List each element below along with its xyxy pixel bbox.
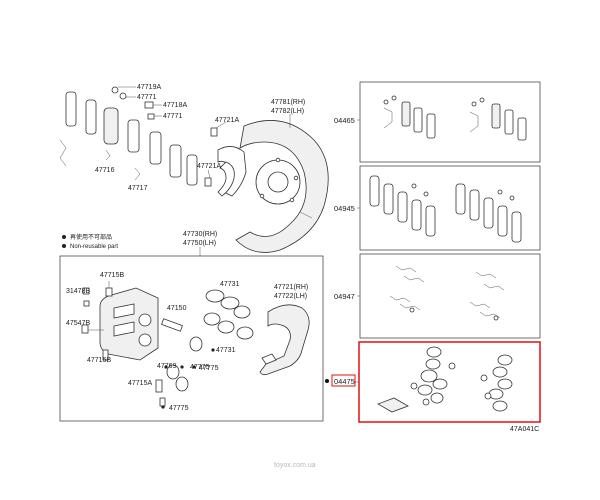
kit-label-04945[interactable]: 04945	[334, 204, 355, 213]
slide-pin-lower-2[interactable]	[159, 397, 166, 407]
callout-47715B-a: 47715B	[100, 272, 124, 279]
cylinder-piston-seals[interactable]	[203, 289, 254, 340]
kit-label-04947[interactable]: 04947	[334, 292, 355, 301]
kit-04465-contents	[383, 95, 527, 141]
anti-squeal-spring	[59, 139, 67, 167]
caliper-slide-bushing[interactable]	[81, 324, 104, 334]
callout-47769: 47769	[157, 363, 177, 370]
pad-wear-indicator[interactable]	[147, 113, 155, 120]
callout-47730-rh: 47730(RH)	[183, 231, 217, 238]
non-reusable-dot-icon	[164, 365, 168, 369]
legend-cn: 再使用不可部品	[70, 233, 112, 241]
callout-47718A: 47718A	[163, 102, 187, 109]
watermark: toyox.com.ua	[274, 462, 316, 469]
kit-04475-contents	[377, 346, 513, 413]
non-reusable-dot-icon-3	[161, 405, 165, 409]
slide-pin-lower[interactable]	[102, 349, 109, 361]
bleeder-plug-cap-2[interactable]	[83, 300, 90, 307]
kit-label-04475-highlight-frame	[331, 374, 356, 387]
callout-47715A: 47715A	[128, 380, 152, 387]
brake-pad-5[interactable]	[149, 131, 162, 165]
callout-31478B: 31478B	[66, 288, 90, 295]
callout-47771-top: 47771	[137, 94, 157, 101]
callout-47782-lh: 47782(LH)	[271, 108, 304, 115]
disc-brake-caliper-bracket[interactable]	[259, 304, 310, 376]
brake-pad-6[interactable]	[169, 144, 182, 178]
callout-47717: 47717	[128, 185, 148, 192]
brake-pad-1[interactable]	[65, 91, 77, 127]
brake-pad-3[interactable]	[103, 107, 119, 145]
callout-47781-rh: 47781(RH)	[271, 99, 305, 106]
shim-2[interactable]	[119, 92, 127, 100]
slide-pin-boot[interactable]	[166, 364, 189, 392]
non-reusable-marker-icon-2	[62, 244, 66, 248]
non-reusable-dot-icon-5	[192, 365, 196, 369]
caliper-assembly-frame	[59, 255, 324, 422]
caliper-mounting-bracket[interactable]	[217, 146, 247, 197]
kit-04945-contents	[369, 175, 522, 243]
non-reusable-marker-icon	[62, 235, 66, 239]
slide-bushing-lower[interactable]	[155, 379, 163, 393]
non-reusable-dot-icon-2	[180, 365, 184, 369]
legend: 再使用不可部品 Non-reusable part	[62, 233, 118, 250]
shim-1[interactable]	[111, 86, 119, 94]
callout-47721A-mid: 47721A	[197, 163, 221, 170]
callout-47150: 47150	[167, 305, 187, 312]
kit-label-04465[interactable]: 04465	[334, 116, 355, 125]
non-reusable-dot-icon-4	[211, 348, 215, 352]
callout-47731-b: 47731	[216, 347, 236, 354]
kit-box-04947	[359, 253, 541, 339]
kit-box-04475-highlighted[interactable]	[358, 341, 541, 423]
callout-47719A: 47719A	[137, 84, 161, 91]
cylinder-slide-pin[interactable]	[161, 318, 203, 352]
pad-support-plate[interactable]	[144, 101, 154, 109]
bleeder-plug-mid[interactable]	[204, 169, 212, 187]
callout-47775-b: 47775	[169, 405, 189, 412]
pad-clip-2	[134, 167, 141, 181]
diagram-code: 47A041C	[510, 426, 539, 433]
bleeder-plug-cap[interactable]	[82, 287, 90, 295]
kit-04947-contents	[389, 265, 505, 321]
callout-47722-lh: 47722(LH)	[274, 293, 307, 300]
bleeder-plug-top[interactable]	[210, 121, 227, 137]
callout-47721A-top: 47721A	[215, 117, 239, 124]
callout-47775-a: 47775	[190, 364, 210, 371]
non-reusable-dot-04475-icon	[325, 379, 329, 383]
callout-47716: 47716	[95, 167, 115, 174]
callout-47715B-b: 47715B	[87, 357, 111, 364]
kit-label-04475[interactable]: 04475	[334, 377, 355, 386]
brake-pad-7[interactable]	[186, 154, 198, 186]
brake-pad-2[interactable]	[85, 99, 97, 135]
pad-clip-1	[105, 149, 111, 161]
brake-pad-group	[59, 86, 198, 186]
callout-47547B: 47547B	[66, 320, 90, 327]
brake-pad-4[interactable]	[127, 119, 140, 153]
callout-47771-mid: 47771	[163, 113, 183, 120]
caliper-body[interactable]	[99, 287, 159, 361]
kit-box-04465	[359, 81, 541, 163]
callout-47750-lh: 47750(LH)	[183, 240, 216, 247]
callout-47721-rh: 47721(RH)	[274, 284, 308, 291]
disc-dust-cover[interactable]	[235, 114, 329, 253]
callout-47731-a: 47731	[220, 281, 240, 288]
legend-en: Non-reusable part	[70, 244, 118, 250]
callout-47775-c: 47775	[199, 365, 219, 372]
bleeder-plug-caliper[interactable]	[105, 281, 113, 297]
